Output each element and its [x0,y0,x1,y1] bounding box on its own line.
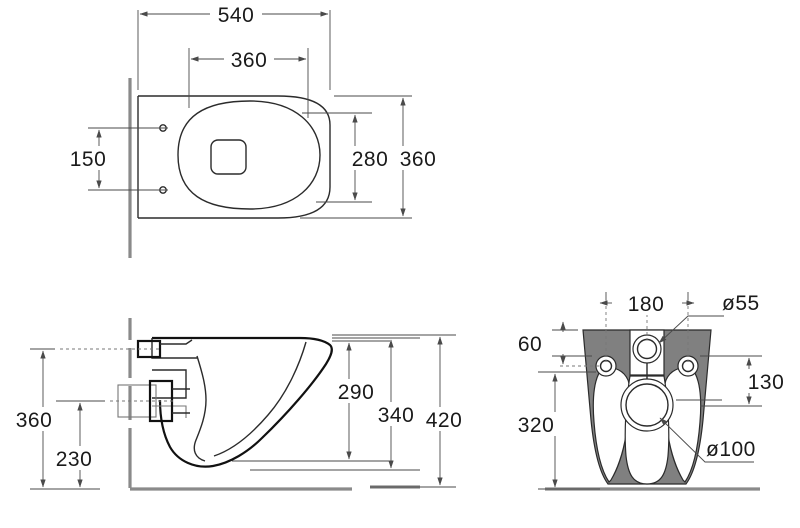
front-view-outlet-inner [625,383,669,427]
dim-label-d100: ø100 [706,438,756,461]
front-view-group: 180 ø55 60 130 320 ø100 [508,291,792,491]
top-view-seat-outline [177,100,321,210]
dim-label-280: 280 [352,148,389,171]
dim-label-60: 60 [518,333,542,356]
side-view-mid-cavity [152,369,187,399]
front-view-bolt-hole-right-outer [677,355,699,377]
dim-label-180: 180 [628,293,665,316]
dim-360top-bg [224,47,274,71]
top-view-group: 540 360 150 280 360 [64,2,444,258]
top-view-body-outline [138,95,331,219]
side-view-rim-inner [213,341,307,457]
dim-side360-bg [8,407,60,431]
dim-label-130: 130 [748,371,785,394]
dim-label-150: 150 [70,148,107,171]
dim-label-side-360: 360 [16,409,53,432]
dim-label-420: 420 [426,409,463,432]
dim-label-290: 290 [338,381,375,404]
dim-180-bg [620,291,672,315]
dim-420-bg [418,407,470,431]
dim-130-bg [740,369,792,393]
dim-320-bg [510,412,562,436]
dim-280-bg [344,146,396,170]
dim-label-320: 320 [518,414,555,437]
dim-label-360-top: 360 [231,49,268,72]
dim-label-540: 540 [218,4,255,27]
top-view-bowl-opening [210,139,247,175]
side-view-trap-curve [193,355,207,462]
dim-230-bg [48,446,100,470]
side-view-body-outline [152,336,333,468]
dim-label-340: 340 [378,404,415,427]
dim-150-bg [64,146,112,170]
dim-540-bg [210,2,262,26]
dim-60-bg [508,331,552,355]
front-view-left-lobe [592,366,631,483]
dim-360depth-bg [392,146,444,170]
dim-label-d55: ø55 [722,292,760,315]
dim-340-bg [370,402,422,426]
leader-d55 [658,315,724,344]
dim-290-bg [330,379,382,403]
side-view-inlet-pipe [160,339,193,345]
leader-d100 [659,417,754,463]
front-view-right-lobe [663,366,702,483]
dim-label-360-depth: 360 [400,148,437,171]
side-view-group: 360 230 290 340 420 [8,318,470,491]
dim-label-230: 230 [56,448,93,471]
side-view-lower-cavity [152,405,187,418]
